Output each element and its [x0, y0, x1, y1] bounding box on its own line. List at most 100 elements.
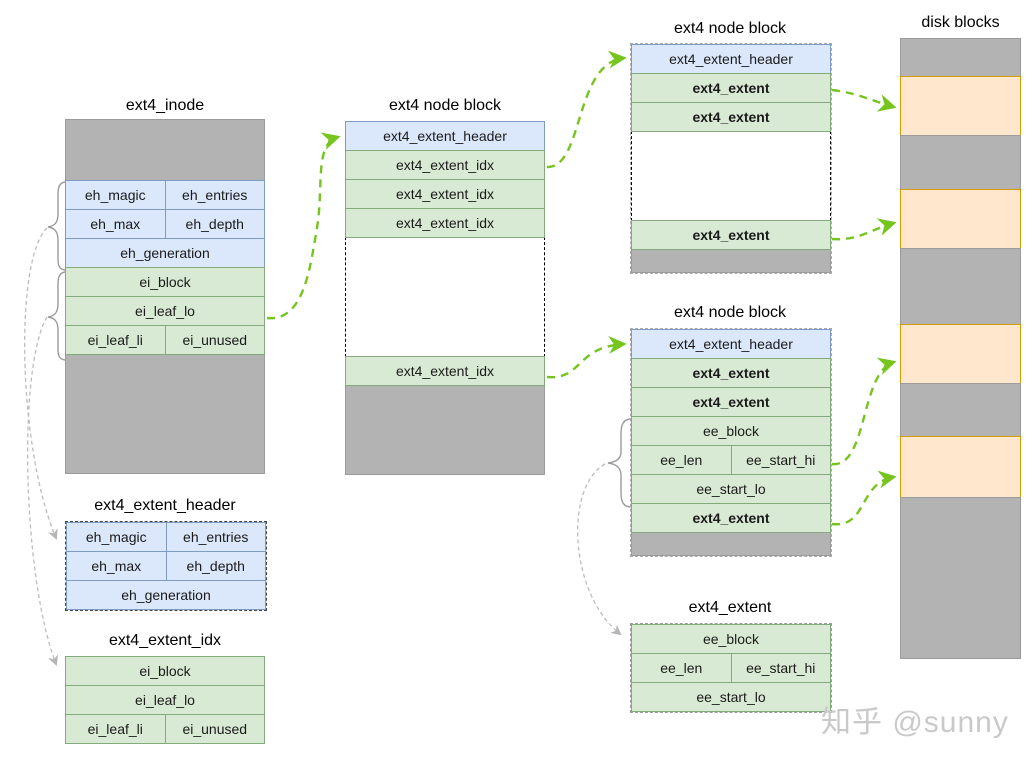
green-arrow-extent-last-to-disk4: [831, 470, 897, 526]
inode-unused-region-top: [65, 119, 265, 181]
brace-ee-fields: [607, 418, 631, 508]
extent-idx-struct-block: ei_block ei_leaf_lo ei_leaf_li ei_unused: [65, 656, 265, 744]
cell-ei-block: ei_block: [65, 656, 265, 686]
cell-eh-entries: eh_entries: [164, 180, 265, 210]
cell-eh-max: eh_max: [65, 209, 166, 239]
disk-free-block: [900, 497, 1021, 659]
cell-extent-idx: ext4_extent_idx: [345, 150, 545, 180]
inode-row: eh_magic eh_entries: [65, 180, 265, 210]
disk-blocks-column: [900, 38, 1021, 659]
node-row: ext4_extent_idx: [345, 150, 545, 180]
green-arrow-extent3-to-disk2: [831, 218, 897, 241]
struct-row: ei_leaf_lo: [65, 685, 265, 715]
disk-free-block: [900, 383, 1021, 437]
watermark: 知乎 @sunny: [821, 706, 1009, 739]
node-row: ext4_extent_idx: [345, 179, 545, 209]
extent-struct-block: ee_block ee_len ee_start_hi ee_start_lo: [630, 623, 832, 713]
cell-eh-magic: eh_magic: [65, 180, 166, 210]
cell-extent-header: ext4_extent_header: [631, 44, 831, 74]
node-row: ext4_extent: [631, 102, 831, 132]
cell-ei-block: ei_block: [65, 267, 265, 297]
struct-row: ee_start_lo: [631, 682, 831, 712]
extent-header-struct-title: ext4_extent_header: [94, 497, 236, 514]
cell-ei-leaf-li: ei_leaf_li: [65, 714, 166, 744]
gray-arrow-ei-fields-to-idx-struct: [26, 316, 58, 666]
inode-row: ei_block: [65, 267, 265, 297]
node-mid-right-unused-region: [631, 532, 831, 556]
green-arrow-idx1-to-node-top: [546, 50, 627, 169]
cell-ee-block: ee_block: [631, 416, 831, 446]
inode-row: eh_generation: [65, 238, 265, 268]
cell-ee-block: ee_block: [631, 624, 831, 654]
disk-used-block: [900, 76, 1021, 136]
cell-eh-max: eh_max: [66, 551, 167, 581]
disk-used-block: [900, 324, 1021, 384]
struct-row: eh_max eh_depth: [66, 551, 266, 581]
cell-extent-header: ext4_extent_header: [345, 121, 545, 151]
cell-eh-depth: eh_depth: [165, 551, 266, 581]
cell-extent-header: ext4_extent_header: [631, 329, 831, 359]
node-row: ext4_extent: [631, 73, 831, 103]
cell-extent: ext4_extent: [631, 73, 831, 103]
cell-extent: ext4_extent: [631, 220, 831, 250]
green-arrow-ee-to-disk3: [831, 357, 897, 466]
cell-extent: ext4_extent: [631, 387, 831, 417]
cell-extent-idx: ext4_extent_idx: [345, 179, 545, 209]
node-top-right-block: ext4_extent_header ext4_extent ext4_exte…: [630, 43, 832, 274]
cell-ee-len: ee_len: [631, 445, 732, 475]
struct-row: eh_generation: [66, 580, 266, 610]
cell-eh-generation: eh_generation: [66, 580, 266, 610]
cell-ei-leaf-li: ei_leaf_li: [65, 325, 166, 355]
struct-row: ei_block: [65, 656, 265, 686]
cell-extent: ext4_extent: [631, 102, 831, 132]
node-top-right-unused-region: [631, 249, 831, 273]
brace-eh-fields: [47, 181, 66, 271]
cell-ee-start-lo: ee_start_lo: [631, 474, 831, 504]
inode-row: ei_leaf_li ei_unused: [65, 325, 265, 355]
node-row: ext4_extent: [631, 220, 831, 250]
brace-ei-fields: [47, 271, 66, 361]
disk-free-block: [900, 248, 1021, 325]
disk-free-block: [900, 38, 1021, 77]
inode-row: eh_max eh_depth: [65, 209, 265, 239]
green-arrow-idx4-to-node-mid-right: [546, 335, 627, 379]
green-arrow-extent1-to-disk1: [831, 88, 897, 112]
gray-arrow-eh-fields-to-header-struct: [24, 227, 58, 540]
cell-eh-generation: eh_generation: [65, 238, 265, 268]
extent-struct-title: ext4_extent: [688, 599, 772, 616]
green-arrow-inode-to-node-mid: [266, 132, 341, 320]
cell-extent: ext4_extent: [631, 503, 831, 533]
node-mid-unused-region: [345, 385, 545, 475]
struct-row: ee_len ee_start_hi: [631, 653, 831, 683]
node-top-right-title: ext4 node block: [673, 20, 787, 37]
extent-header-struct-block: eh_magic eh_entries eh_max eh_depth eh_g…: [65, 521, 267, 611]
cell-extent-idx: ext4_extent_idx: [345, 208, 545, 238]
cell-extent-idx: ext4_extent_idx: [345, 356, 545, 386]
cell-ee-len: ee_len: [631, 653, 732, 683]
cell-eh-depth: eh_depth: [164, 209, 265, 239]
inode-row: ei_leaf_lo: [65, 296, 265, 326]
node-mid-ellipsis-gap: [345, 237, 545, 357]
node-row: ee_start_lo: [631, 474, 831, 504]
disk-used-block: [900, 189, 1021, 249]
ext4-inode-block: eh_magic eh_entries eh_max eh_depth eh_g…: [65, 119, 265, 474]
disk-blocks-title: disk blocks: [921, 14, 1000, 31]
cell-ee-start-lo: ee_start_lo: [631, 682, 831, 712]
node-row: ext4_extent: [631, 358, 831, 388]
cell-ei-leaf-lo: ei_leaf_lo: [65, 296, 265, 326]
struct-row: ee_block: [631, 624, 831, 654]
node-row: ee_block: [631, 416, 831, 446]
cell-extent: ext4_extent: [631, 358, 831, 388]
node-row: ext4_extent_idx: [345, 208, 545, 238]
node-row: ext4_extent_header: [345, 121, 545, 151]
node-top-right-ellipsis-gap: [631, 131, 831, 221]
cell-ei-unused: ei_unused: [164, 714, 265, 744]
cell-eh-entries: eh_entries: [165, 522, 266, 552]
node-row: ext4_extent_header: [631, 44, 831, 74]
node-mid-right-block: ext4_extent_header ext4_extent ext4_exte…: [630, 328, 832, 557]
node-mid-title: ext4 node block: [388, 97, 502, 114]
ext4-inode-title: ext4_inode: [125, 97, 205, 114]
node-row: ee_len ee_start_hi: [631, 445, 831, 475]
node-row: ext4_extent: [631, 503, 831, 533]
